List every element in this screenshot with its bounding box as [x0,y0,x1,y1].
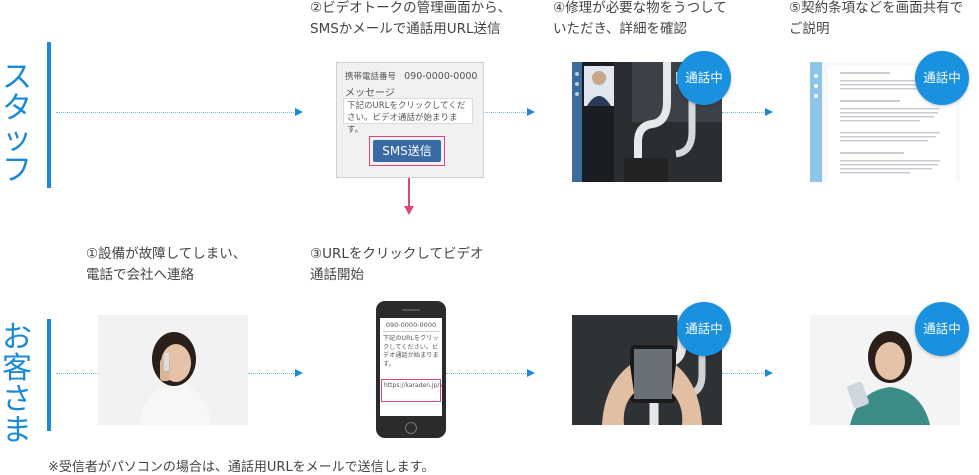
staff-flow-line-2 [482,112,528,113]
send-arrow-line [408,166,410,206]
staff-flow-line-3 [722,112,766,113]
row-label-staff-text: スタッフ [2,60,32,188]
step-5-caption: ⑤契約条項などを画面共有で ご説明 [789,0,964,37]
sms-message-field[interactable]: 下記のURLをクリックしてください。ビデオ通話が始まります。 [343,98,473,135]
staff-arrow-1 [295,108,303,116]
step-1-caption: ①設備が故障してしまい、 電話で会社へ連絡 [86,246,247,283]
step-2-caption: ②ビデオトークの管理画面から、 SMSかメールで通話用URL送信 [310,0,512,37]
step-4-caption: ④修理が必要な物をうつして いただき、詳細を確認 [553,0,727,37]
staff-flow-line-1 [56,112,296,113]
sms-send-button[interactable]: SMS送信 [373,140,441,162]
phone-speaker [402,309,420,311]
phone-home-button [405,422,417,434]
customer-arrow-1 [295,369,303,377]
customer-flow-line-3 [446,373,528,374]
footnote: ※受信者がパソコンの場合は、通話用URLをメールで送信します。 [48,460,435,475]
calling-badge-staff-2: 通話中 [915,51,969,105]
calling-badge-staff-1: 通話中 [677,51,731,105]
sms-message-label: メッセージ [345,88,395,99]
sms-phone-label: 携帯電話番号 [345,72,397,82]
customer-flow-line-4 [722,373,766,374]
phone-divider [383,331,439,332]
row-bar-staff [47,42,51,188]
calling-badge-customer-1: 通話中 [677,302,731,356]
send-arrow-head [404,206,414,215]
customer-flow-line-1 [56,373,98,374]
staff-arrow-3 [765,108,773,116]
contract-screen-share-image [810,62,960,182]
step-3-caption: ③URLをクリックしてビデオ 通話開始 [310,246,484,283]
customer-viewing-illustration [810,315,960,425]
row-label-staff: スタッフ [2,62,36,186]
sms-send-highlight: SMS送信 [369,136,445,166]
staff-video-call-image [572,62,722,182]
phone-sms-url[interactable]: https://karaden.jp/videotak/ [381,379,442,402]
phone-sms-text: 下記のURLをクリックしてください。ビデオ通話が始まります。 [383,335,439,368]
row-label-customer: お客さま [2,322,36,446]
customer-arrow-3 [765,369,773,377]
calling-badge-customer-2: 通話中 [915,302,969,356]
row-label-customer-text: お客さま [2,320,32,448]
customer-flow-line-2 [248,373,296,374]
staff-video-call-illustration [572,62,722,182]
phone-sender-number: 090-0000-0000 [385,321,437,329]
customer-viewing-screen-image [810,315,960,425]
staff-arrow-2 [527,108,535,116]
customer-arrow-2 [527,369,535,377]
smartphone: 090-0000-0000 下記のURLをクリックしてください。ビデオ通話が始ま… [376,301,446,438]
customer-phone-call-illustration [98,315,248,425]
sms-phone-number: 090-0000-0000 [404,71,478,82]
sms-phone-row: 携帯電話番号 090-0000-0000 [345,70,477,82]
customer-filming-pipes-image [572,315,722,425]
row-bar-customer [47,319,51,431]
customer-phone-call-image [98,315,248,425]
phone-screen: 090-0000-0000 下記のURLをクリックしてください。ビデオ通話が始ま… [380,318,442,416]
